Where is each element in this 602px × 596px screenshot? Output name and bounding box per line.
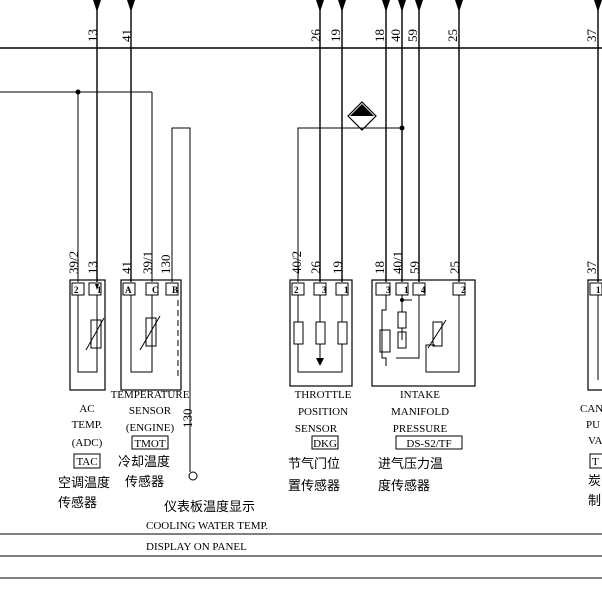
pin-number: 1 [404,285,409,295]
pin-label: 18 [372,261,387,274]
pin-number: 1 [97,285,102,295]
top-wire-arrows [93,0,602,48]
harness-wires [75,48,599,481]
top-wire-label: 41 [119,29,134,42]
tmot-sensor-cn-1: 冷却温度 [118,454,170,470]
coolant-temp-sensor: A C B [120,279,182,391]
top-wire-label: 40 [388,29,403,42]
tmot-sensor-label: TEMPERATURE SENSOR (ENGINE) TMOT 冷却温度 传感… [111,389,190,490]
pin-number: 1 [596,285,601,295]
right-sensor-cn-1: 炭 [588,474,601,489]
top-wire-label: 25 [445,29,460,42]
panel-display-en-2: DISPLAY ON PANEL [146,541,247,553]
ac-temp-sensor: 2 1 [69,279,106,391]
pin-number: A [125,285,132,295]
ac-sensor-cn-1: 空调温度 [58,475,110,491]
pin-label: 13 [85,261,100,274]
dkg-sensor-cn-1: 节气门位 [288,456,340,472]
dkg-sensor-cn-2: 置传感器 [288,478,340,494]
tmot-sensor-cn-2: 传感器 [125,474,164,490]
ac-sensor-code: TAC [76,456,97,468]
pin-number: C [152,285,159,295]
top-wire-label: 18 [372,29,387,42]
dkg-sensor-code: DKG [313,438,337,450]
pin-number: B [172,285,178,295]
ac-sensor-en-1: AC [79,403,94,415]
map-sensor-cn-2: 度传感器 [378,478,430,494]
dkg-sensor-label: THROTTLE POSITION SENSOR DKG 节气门位 置传感器 [288,389,352,494]
dkg-sensor-en-2: POSITION [298,406,348,418]
map-sensor-code: DS-S2/TF [406,438,451,450]
ac-sensor-label: AC TEMP. (ADC) TAC 空调温度 传感器 [58,403,110,511]
dkg-sensor-en-1: THROTTLE [295,389,352,401]
pin-label: 39/2 [66,251,81,274]
tmot-sensor-code: TMOT [134,438,165,450]
panel-display-label: 仪表板温度显示 COOLING WATER TEMP. DISPLAY ON P… [146,499,268,553]
tmot-sensor-en-1: TEMPERATURE [111,389,190,401]
pin-number: 3 [322,285,327,295]
tmot-sensor-en-2: SENSOR [129,405,172,417]
map-sensor-label: INTAKE MANIFOLD PRESSURE DS-S2/TF 进气压力温 … [378,389,463,494]
canister-purge-valve: 1 [587,279,602,391]
wire-130-label: 130 [180,409,195,429]
pin-label: 19 [330,261,345,274]
pin-number: 1 [344,285,349,295]
tmot-sensor-en-3: (ENGINE) [126,422,175,434]
pin-label: 26 [308,261,323,275]
throttle-position-sensor: 2 3 1 [289,279,353,387]
ac-sensor-en-3: (ADC) [72,437,103,449]
ac-sensor-en-2: TEMP. [72,419,103,431]
pin-number: 2 [74,285,79,295]
panel-display-en-1: COOLING WATER TEMP. [146,520,268,532]
ground-symbol-icon [347,101,377,131]
pin-label: 40/1 [390,251,405,274]
pin-label: 25 [447,261,462,274]
ac-sensor-cn-2: 传感器 [58,495,97,511]
top-wire-label: 37 [584,29,599,43]
pin-label: 37 [584,261,599,275]
map-sensor-en-2: MANIFOLD [391,406,449,418]
pin-label: 41 [119,261,134,274]
pin-label: 40/2 [289,251,304,274]
pin-number: 2 [461,285,466,295]
right-sensor-label: CAN PU VA T 炭 制 [580,403,602,509]
map-sensor-en-3: PRESSURE [393,423,448,435]
right-sensor-en-3: VA [588,435,602,447]
pin-number: 4 [421,285,426,295]
top-wire-label: 59 [405,29,420,42]
pin-label: 59 [407,261,422,274]
top-wire-label: 26 [308,29,323,43]
pin-number: 3 [386,285,391,295]
dkg-sensor-en-3: SENSOR [295,423,338,435]
top-wire-label: 19 [328,29,343,42]
map-sensor-en-1: INTAKE [400,389,440,401]
right-sensor-en-1: CAN [580,403,602,415]
right-sensor-cn-2: 制 [588,494,601,509]
top-wire-label: 13 [85,29,100,42]
pin-label: 39/1 [140,251,155,274]
pin-number: 2 [294,285,299,295]
panel-display-cn: 仪表板温度显示 [164,499,255,515]
pin-label: 130 [158,255,173,275]
right-sensor-en-2: PU [586,419,600,431]
right-sensor-code: T [592,456,599,468]
map-sensor-cn-1: 进气压力温 [378,456,443,472]
intake-manifold-pressure-sensor: 3 1 4 2 [371,279,476,387]
